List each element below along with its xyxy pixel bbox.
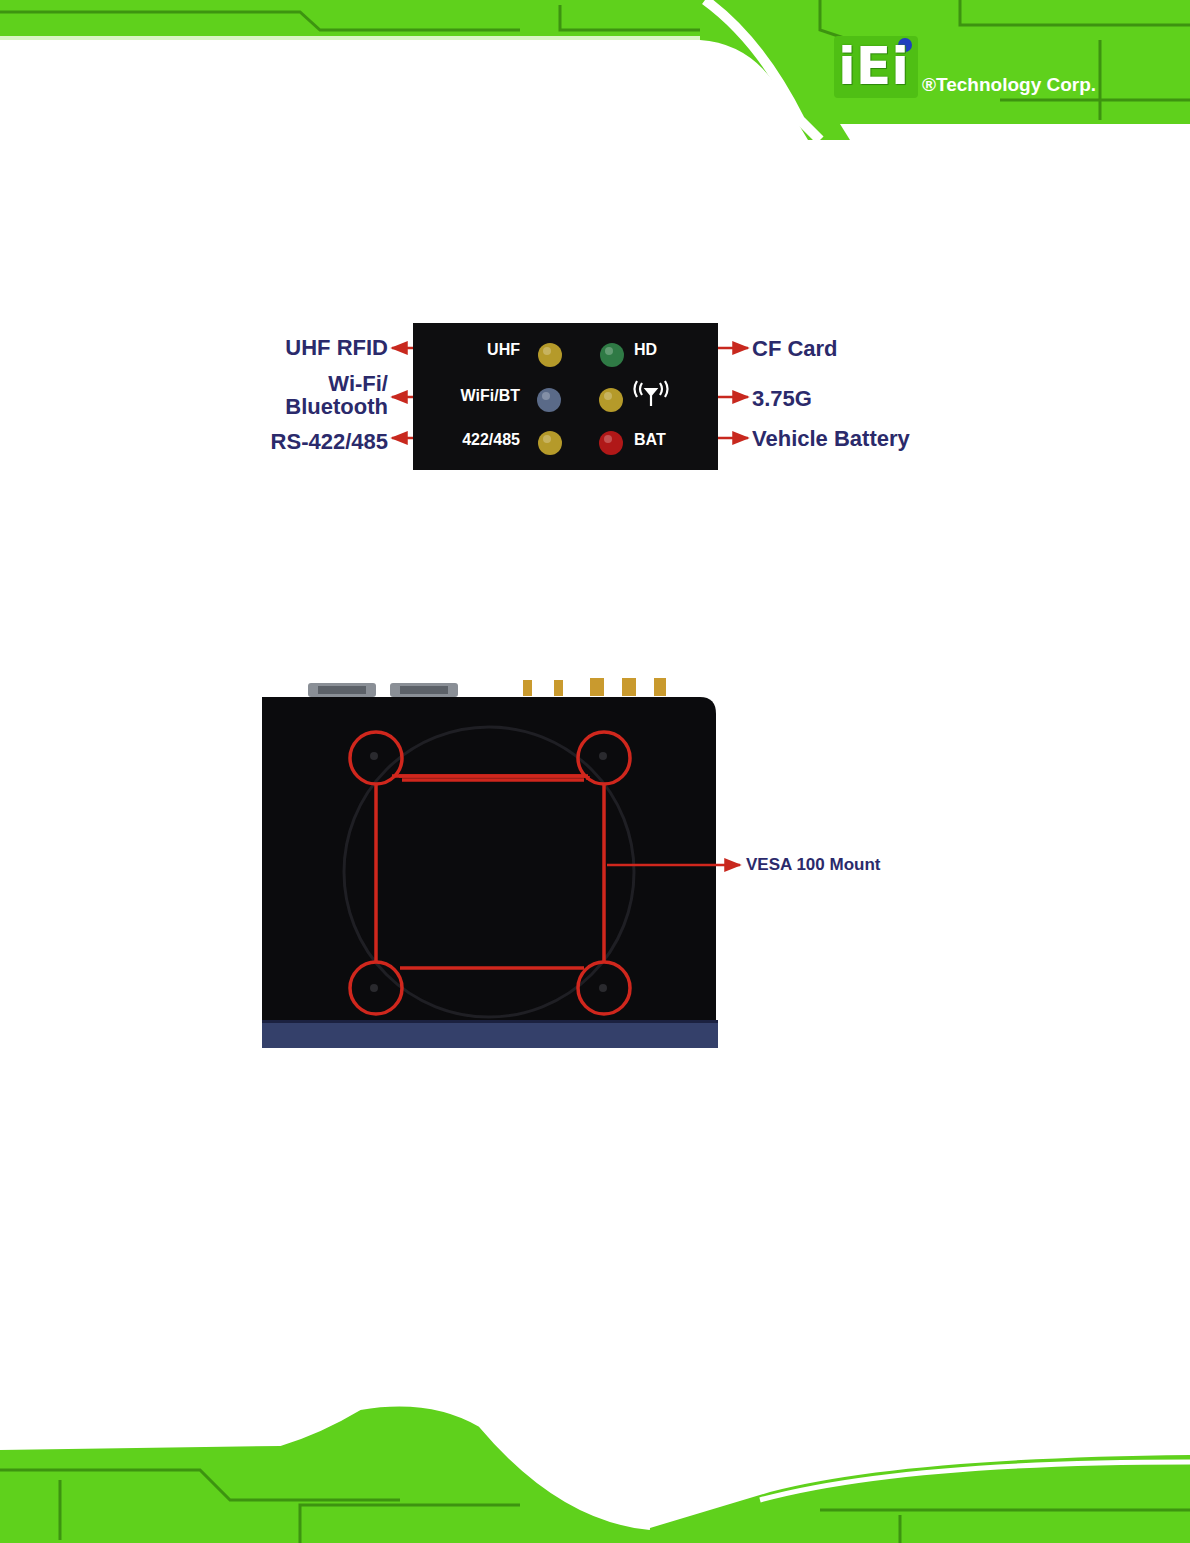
led-highlight xyxy=(543,435,551,443)
led-indicator xyxy=(600,343,624,367)
callout-label: RS-422/485 xyxy=(271,430,388,453)
led-indicator xyxy=(599,431,623,455)
led-highlight xyxy=(604,435,612,443)
device-illustration xyxy=(262,678,740,1048)
led-highlight xyxy=(542,392,550,400)
led-label: UHF xyxy=(487,341,520,359)
callout-label: Vehicle Battery xyxy=(752,427,910,450)
callout-label: Wi-Fi/ Bluetooth xyxy=(258,372,388,418)
callout-label: VESA 100 Mount xyxy=(746,856,880,874)
led-label: 422/485 xyxy=(462,431,520,449)
led-indicator xyxy=(538,343,562,367)
brand-text: ®Technology Corp. xyxy=(922,75,1096,95)
led-highlight xyxy=(604,392,612,400)
footer-band xyxy=(0,1400,1190,1543)
led-label: HD xyxy=(634,341,657,359)
led-highlight xyxy=(605,347,613,355)
callout-label: UHF RFID xyxy=(285,336,388,359)
led-label: BAT xyxy=(634,431,666,449)
led-indicator xyxy=(537,388,561,412)
led-highlight xyxy=(543,347,551,355)
led-panel: UHF HD WiFi/BT 422/485 BAT xyxy=(413,323,718,470)
logo-text: iEi xyxy=(838,39,909,94)
panel-face xyxy=(413,323,718,470)
led-label: WiFi/BT xyxy=(461,387,520,405)
header-band xyxy=(0,0,1190,140)
led-indicator xyxy=(538,431,562,455)
callout-label: CF Card xyxy=(752,337,838,360)
antenna-symbol xyxy=(635,381,668,406)
callout-label: 3.75G xyxy=(752,387,812,410)
led-indicator xyxy=(599,388,623,412)
